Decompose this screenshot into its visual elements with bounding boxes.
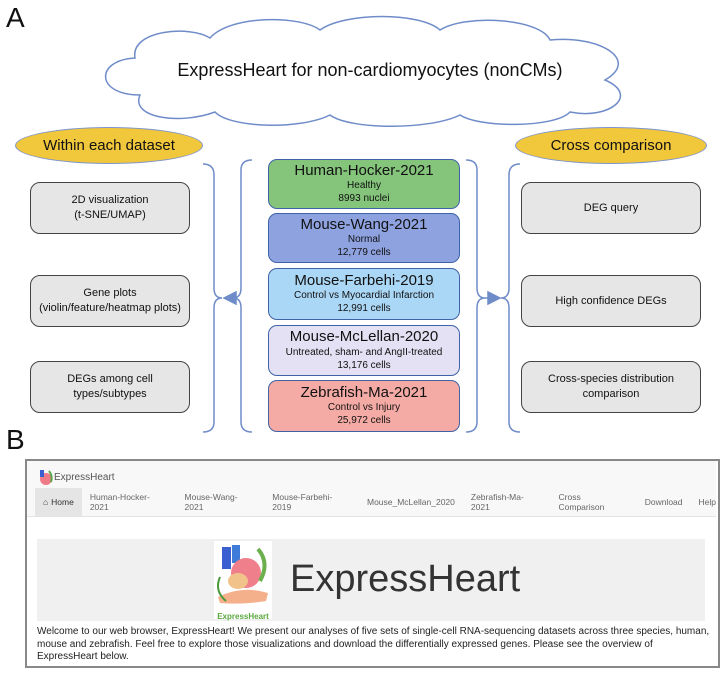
dataset-box: Mouse-Farbehi-2019 Control vs Myocardial… <box>268 268 460 320</box>
left-bracket <box>202 163 223 433</box>
heart-logo-icon <box>40 470 53 485</box>
nav-cross-comparison[interactable]: Cross Comparison <box>558 492 605 512</box>
dataset-name: Mouse-Wang-2021 <box>300 215 428 233</box>
diagram-shapes <box>104 15 621 433</box>
arrow-right-icon <box>487 290 502 306</box>
dataset-count: 12,779 cells <box>337 247 391 259</box>
nav-download[interactable]: Download <box>644 497 683 507</box>
dataset-box: Zebrafish-Ma-2021 Control vs Injury 25,9… <box>268 380 460 432</box>
dataset-condition: Normal <box>347 234 381 246</box>
item-line: Gene plots <box>83 287 137 300</box>
navbar <box>27 461 716 517</box>
nav-human-hocker[interactable]: Human-Hocker-2021 <box>89 492 150 512</box>
nav-help[interactable]: Help <box>698 497 716 507</box>
item-line: 2D visualization <box>71 194 149 207</box>
cloud-title: ExpressHeart for non-cardiomyocytes (non… <box>177 60 563 80</box>
nav-label: Home <box>51 497 74 507</box>
dataset-box: Mouse-McLellan-2020 Untreated, sham- and… <box>268 325 460 376</box>
logo-caption: ExpressHeart <box>217 612 269 621</box>
right-item-high-confidence: High confidence DEGs <box>521 275 701 327</box>
nav-menu: ⌂Home Human-Hocker-2021 Mouse-Wang-2021 … <box>35 488 724 516</box>
hero-banner <box>37 539 705 621</box>
item-line: (violin/feature/heatmap plots) <box>39 302 181 314</box>
welcome-text: Welcome to our web browser, ExpressHeart… <box>37 626 710 662</box>
navbar-brand[interactable]: ExpressHeart <box>36 468 115 486</box>
left-header: Within each dataset <box>15 127 203 164</box>
heart-hand-logo-icon <box>217 545 268 604</box>
panel-a-label: A <box>6 2 25 33</box>
dataset-box: Human-Hocker-2021 Healthy 8993 nuclei <box>268 159 460 209</box>
nav-zebrafish-ma[interactable]: Zebrafish-Ma-2021 <box>470 492 524 512</box>
dataset-count: 13,176 cells <box>337 359 391 371</box>
item-line: DEGs among cell types/subtypes <box>67 373 153 400</box>
right-item-cross-species: Cross-species distribution comparison <box>521 361 701 413</box>
dataset-name: Mouse-McLellan-2020 <box>289 328 439 346</box>
hero-logo: ExpressHeart <box>214 541 272 621</box>
dataset-name: Human-Hocker-2021 <box>294 161 434 179</box>
brand-name: ExpressHeart <box>54 471 115 483</box>
dataset-count: 25,972 cells <box>337 415 391 427</box>
dataset-count: 8993 nuclei <box>338 193 390 205</box>
panel-b-label: B <box>6 424 25 455</box>
left-item-degs: DEGs among cell types/subtypes <box>30 361 190 413</box>
home-icon: ⌂ <box>43 497 49 507</box>
dataset-condition: Control vs Injury <box>327 402 401 414</box>
right-header: Cross comparison <box>515 127 707 164</box>
hero-title: ExpressHeart <box>290 558 521 600</box>
dataset-count: 12,991 cells <box>337 303 391 315</box>
nav-mouse-wang[interactable]: Mouse-Wang-2021 <box>184 492 238 512</box>
dataset-condition: Control vs Myocardial Infarction <box>293 290 435 302</box>
dataset-name: Mouse-Farbehi-2019 <box>294 271 434 289</box>
arrow-left-icon <box>222 290 237 306</box>
right-item-deg-query: DEG query <box>521 182 701 234</box>
dataset-box: Mouse-Wang-2021 Normal 12,779 cells <box>268 213 460 263</box>
dataset-condition: Healthy <box>347 180 381 192</box>
left-item-visualization: 2D visualization (t-SNE/UMAP) <box>30 182 190 234</box>
nav-mouse-farbehi[interactable]: Mouse-Farbehi-2019 <box>272 492 333 512</box>
center-right-bracket <box>465 159 486 433</box>
dataset-name: Zebrafish-Ma-2021 <box>300 383 428 401</box>
left-item-gene-plots: Gene plots (violin/feature/heatmap plots… <box>30 275 190 327</box>
cloud-shape <box>104 15 621 127</box>
nav-home[interactable]: ⌂Home <box>35 488 82 516</box>
dataset-condition: Untreated, sham- and AngII-treated <box>285 346 443 358</box>
right-bracket <box>500 163 521 433</box>
item-line: (t-SNE/UMAP) <box>74 209 146 221</box>
nav-mouse-mclellan[interactable]: Mouse_McLellan_2020 <box>366 497 455 507</box>
